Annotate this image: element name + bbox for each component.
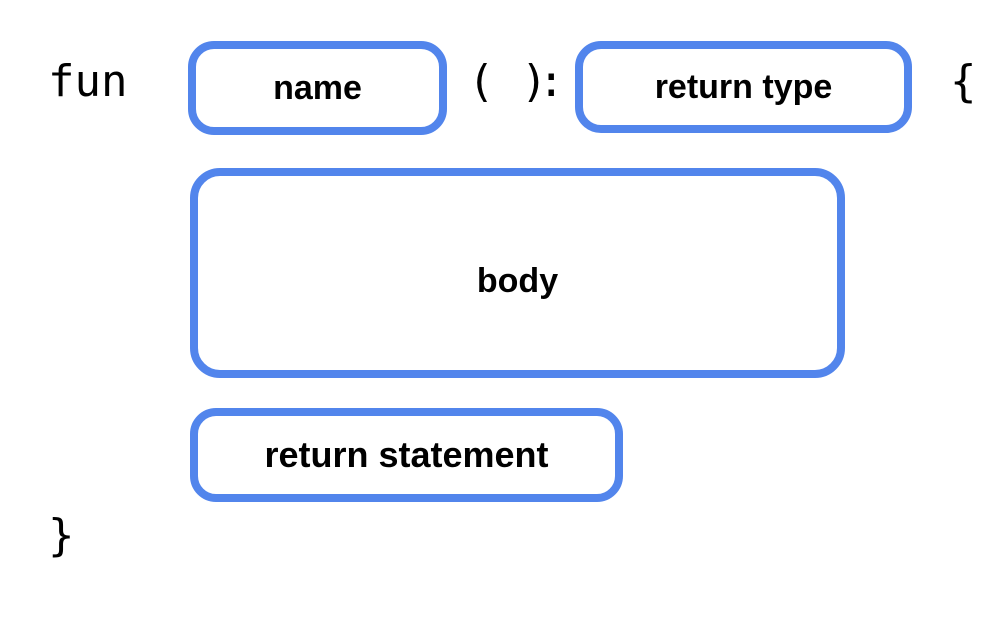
slot-body-label: body xyxy=(476,262,559,300)
slot-return-statement-box[interactable]: return statement xyxy=(190,408,623,502)
slot-return-type-label: return type xyxy=(654,68,833,106)
slot-body-box[interactable]: body xyxy=(190,168,845,378)
brace-open-token: { xyxy=(950,56,977,107)
slot-name-box[interactable]: name xyxy=(188,41,447,135)
slot-return-type-box[interactable]: return type xyxy=(575,41,912,133)
slot-return-statement-label: return statement xyxy=(264,434,549,475)
parameter-parentheses-token: ( ) xyxy=(468,56,548,107)
brace-close-token: } xyxy=(48,510,75,561)
slot-name-label: name xyxy=(273,69,362,107)
return-type-colon-token: : xyxy=(538,56,565,107)
keyword-fun-token: fun xyxy=(48,56,128,107)
